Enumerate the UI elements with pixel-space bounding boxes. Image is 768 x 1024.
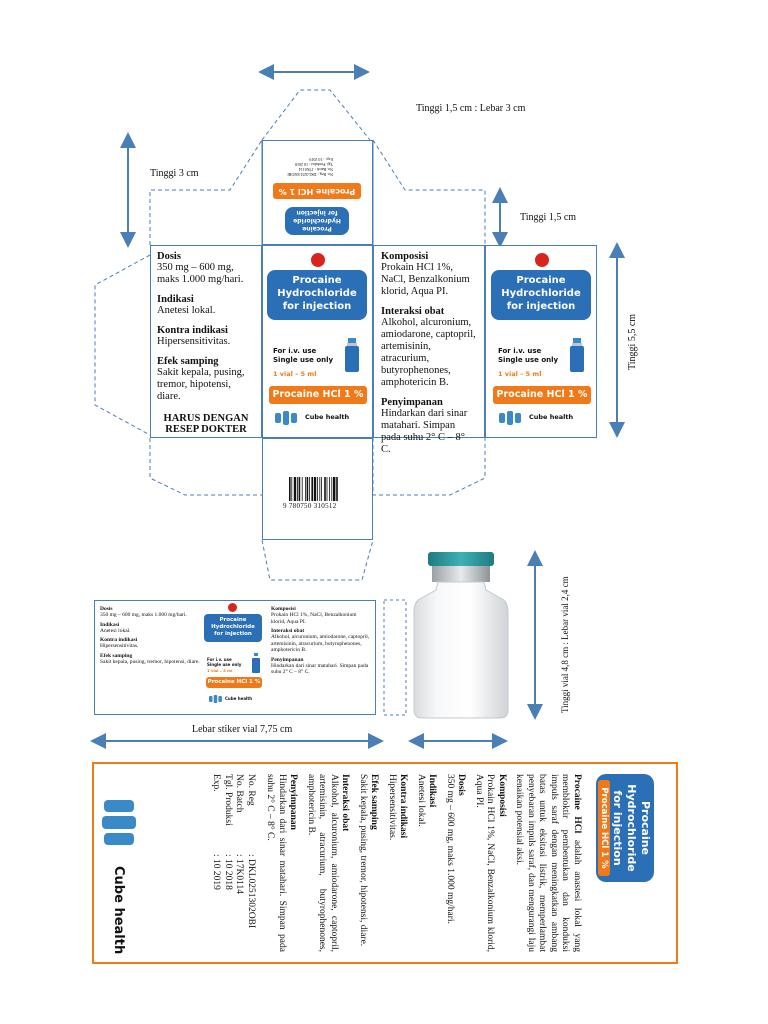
barcode-bar [311, 477, 313, 501]
vial-image [413, 552, 509, 719]
back-brand-logo-icon [535, 253, 549, 267]
back-label: Procaine HCl 1 % [493, 386, 591, 404]
simpan-title: Penyimpanan [381, 397, 443, 408]
sticker-vial-icon [252, 653, 260, 673]
dim-sticker-width: Lebar stiker vial 7,75 cm [192, 724, 293, 735]
back-cube-logo-icon [499, 411, 521, 425]
leaflet-content: Procaine Hydrochloride for injection Pro… [94, 764, 676, 962]
dim-box-height: Tinggi 5,5 cm [627, 313, 638, 370]
dim-top-flap: Tinggi 1,5 cm : Lebar 3 cm [416, 103, 526, 114]
front-use-text: For i.v. use Single use only [273, 347, 334, 364]
barcode-bar [289, 477, 291, 501]
bottom-tuck-flap [261, 539, 374, 581]
front-volume: 1 vial – 5 ml [273, 370, 317, 378]
barcode-bar [333, 477, 336, 501]
dosis-title: Dosis [157, 251, 181, 262]
barcode-bar [331, 477, 333, 501]
right-dust-flap [372, 139, 486, 245]
dim-right-flap: Tinggi 1,5 cm [520, 212, 577, 223]
barcode-bar [313, 477, 317, 501]
back-panel: Procaine Hydrochloride for injection For… [485, 245, 597, 438]
barcode-bar [309, 477, 310, 501]
sticker-logo-icon [228, 603, 237, 612]
indikasi-title: Indikasi [157, 294, 194, 305]
komposisi-title: Komposisi [381, 251, 429, 262]
barcode-bar [317, 477, 318, 501]
dosis-body: 350 mg – 600 mg, maks 1.000 mg/hari. [157, 262, 244, 285]
barcode-number: 9 780750 310512 [283, 502, 337, 510]
front-brand-name: Cube health [305, 413, 350, 421]
leaflet-text: Procaine HCl adalah anastesi lokal yang … [211, 774, 583, 953]
leaflet-brand-box: Procaine Hydrochloride for injection Pro… [596, 774, 654, 882]
front-label: Procaine HCl 1 % [269, 386, 367, 404]
vial-icon [345, 338, 359, 372]
komposisi-body: Prokain HCl 1%, NaCl, Benzalkonium klori… [381, 262, 470, 297]
vial-sticker: Dosis 350 mg – 600 mg, maks 1.000 mg/har… [94, 600, 376, 715]
barcode-bar [298, 477, 301, 501]
sticker-right-col: Komposisi Prokain HCl 1%, NaCl, Benzalko… [271, 606, 370, 675]
back-brand-name: Cube health [529, 413, 574, 421]
front-panel: Procaine Hydrochloride for injection For… [262, 245, 373, 438]
efek-body: Sakit kepala, pusing, tremor, hipotensi,… [157, 367, 245, 402]
top-flap-label: Procaine HCl 1 % [273, 183, 361, 199]
sticker-brand-box: Procaine Hydrochloride for injection [204, 614, 262, 642]
kontra-title: Kontra indikasi [157, 325, 228, 336]
right-side-panel: Komposisi Prokain HCl 1%, NaCl, Benzalko… [373, 245, 485, 455]
dim-side-flap: Tinggi 3 cm [150, 168, 199, 179]
glue-flap [94, 254, 151, 436]
bottom-right-flap [372, 438, 486, 496]
efek-title: Efek samping [157, 356, 219, 367]
barcode-bar [305, 477, 306, 501]
dim-vial: Tinggi vial 4,8 cm : Lebar vial 2,4 cm [560, 576, 570, 713]
sticker-left-col: Dosis 350 mg – 600 mg, maks 1.000 mg/har… [100, 606, 200, 665]
back-vial-icon [570, 338, 584, 372]
barcode-bar [301, 477, 303, 501]
back-brand-box: Procaine Hydrochloride for injection [491, 270, 591, 320]
front-brand-box: Procaine Hydrochloride for injection [267, 270, 367, 320]
warning-text: HARUS DENGAN RESEP DOKTER [163, 413, 249, 435]
barcode-bar [321, 477, 322, 501]
top-flap-info: No. Reg : DKL0251302OBI No. Batch : 17K0… [287, 157, 333, 177]
barcode-bar [297, 477, 298, 501]
barcode [289, 477, 338, 501]
kontra-body: Hipersensitivitas. [157, 336, 231, 347]
back-volume: 1 vial – 5 ml [498, 370, 542, 378]
brand-logo-icon [311, 253, 325, 267]
barcode-bar [293, 477, 297, 501]
back-use-text: For i.v. use Single use only [498, 347, 559, 364]
bottom-left-flap [149, 438, 262, 496]
indikasi-body: Anetesi lokal. [157, 305, 216, 316]
back-footer: Cube health [491, 410, 591, 426]
leaflet-intro: Procaine HCl adalah anastesi lokal yang … [514, 774, 583, 953]
barcode-bar [329, 477, 330, 501]
leaflet-brand-name: Cube health [111, 866, 126, 955]
barcode-bar [324, 477, 326, 501]
leaflet-reg-info: No. Reg: DKL0251302OBI No. Batch: 17K011… [211, 774, 257, 929]
barcode-bar [306, 477, 309, 501]
sticker-center: Procaine Hydrochloride for injection For… [203, 601, 265, 714]
top-flap-content: Procaine Hydrochloride for injection Pro… [263, 141, 371, 243]
cube-logo-icon [275, 411, 297, 425]
top-tuck-flap [261, 89, 371, 141]
front-footer: Cube health [267, 410, 367, 426]
top-flap-panel: Procaine Hydrochloride for injection Pro… [262, 140, 373, 245]
barcode-bar [291, 477, 293, 501]
leaflet-border [92, 762, 678, 964]
bottom-panel: 9 780750 310512 [262, 438, 373, 540]
barcode-bar [336, 477, 338, 501]
barcode-bar [319, 477, 321, 501]
interaksi-body: Alkohol, alcuronium, amiodarone, captopr… [381, 317, 476, 388]
interaksi-title: Interaksi obat [381, 306, 445, 317]
simpan-body: Hindarkan dari sinar matahari. Simpan pa… [381, 408, 468, 455]
barcode-bar [326, 477, 328, 501]
left-dust-flap [149, 139, 263, 245]
leaflet-cube-logo-icon [102, 800, 136, 845]
sticker-cube-logo-icon [209, 695, 222, 703]
top-flap-brand-box: Procaine Hydrochloride for injection [285, 207, 349, 235]
left-side-panel: Dosis 350 mg – 600 mg, maks 1.000 mg/har… [150, 245, 262, 438]
